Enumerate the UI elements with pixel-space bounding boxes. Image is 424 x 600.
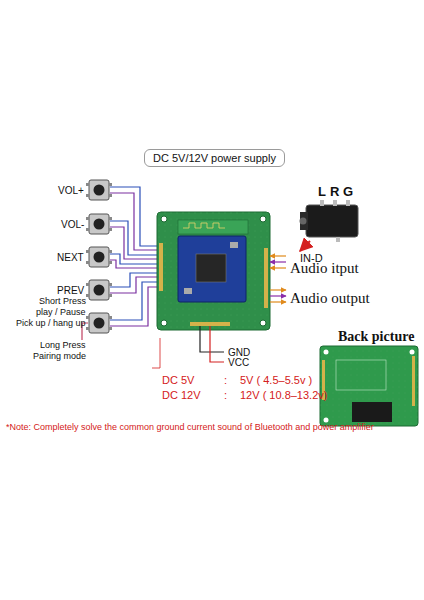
supply-spec: 12V ( 10.8–13.2v) (240, 389, 327, 401)
pin-name: GND (228, 347, 250, 358)
back-picture-board (320, 346, 418, 426)
pin-name: VCC (228, 357, 249, 368)
title-box: DC 5V/12V power supply (144, 149, 285, 167)
button-function: Long Press (40, 341, 86, 351)
button-label: NEXT (57, 252, 84, 263)
audio-jack (300, 200, 359, 251)
signal-name: Audio output (290, 290, 370, 307)
bluetooth-pcb (157, 212, 270, 330)
button-label: VOL- (61, 219, 84, 230)
pin-name: G (343, 185, 353, 199)
note-text: *Note: Completely solve the common groun… (6, 423, 374, 433)
supply-spec: DC 5V (162, 374, 194, 386)
supply-spec: : (224, 374, 227, 386)
supply-spec: 5V ( 4.5–5.5v ) (240, 374, 312, 386)
supply-spec: DC 12V (162, 389, 201, 401)
pin-name: L (318, 185, 326, 199)
button-label: VOL+ (58, 185, 84, 196)
audio-wires (270, 256, 286, 302)
button-label: PREV (57, 285, 84, 296)
supply-spec: : (224, 389, 227, 401)
button-function: Pick up / hang up (16, 319, 86, 329)
pin-name: R (330, 185, 339, 199)
button-function: play / Pause (36, 308, 86, 318)
power-wires (152, 326, 224, 368)
signal-name: Audio itput (290, 260, 359, 277)
button-function: Short Press (39, 297, 86, 307)
title-text: DC 5V/12V power supply (153, 152, 276, 164)
button-function: Pairing mode (33, 352, 86, 362)
tactile-buttons (86, 180, 112, 333)
button-wires (82, 187, 160, 340)
back-picture-title: Back picture (338, 329, 414, 344)
